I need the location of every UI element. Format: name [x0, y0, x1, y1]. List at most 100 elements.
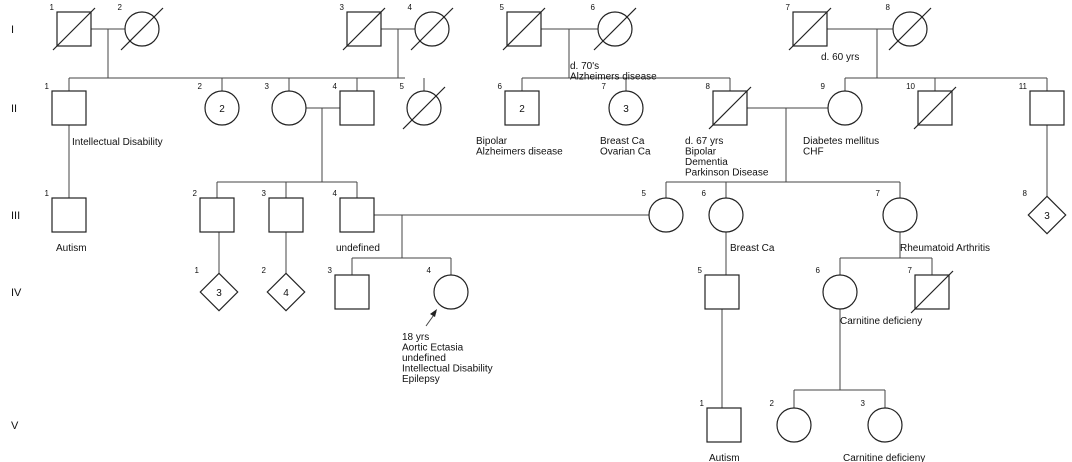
individual-ii-3-number: 3	[265, 82, 270, 91]
individual-ii-11-number: 11	[1019, 82, 1028, 91]
individual-ii-5-number: 5	[400, 82, 405, 91]
individual-iii-4-number: 4	[333, 189, 338, 198]
generation-label: II	[11, 103, 17, 115]
individual-ii-1-square	[51, 90, 87, 126]
individual-iv-7-number: 7	[908, 266, 913, 275]
individual-i-6-note: d. 70's	[570, 61, 599, 72]
individual-ii-6-count: 2	[519, 104, 525, 115]
individual-iii-8-diamond	[1027, 195, 1067, 235]
individual-ii-4-number: 4	[333, 82, 338, 91]
individual-v-1-note: Autism	[709, 453, 740, 462]
individual-iv-4-number: 4	[427, 266, 432, 275]
individual-i-8-deceased-slash	[888, 7, 932, 51]
individual-i-4-deceased-slash	[410, 7, 454, 51]
individual-ii-8-note: Dementia	[685, 157, 728, 168]
individual-ii-6-number: 6	[498, 82, 503, 91]
individual-iii-2-number: 2	[193, 189, 198, 198]
individual-iii-2-square	[199, 197, 235, 233]
individual-iii-1-square	[51, 197, 87, 233]
individual-iv-1-diamond	[199, 272, 239, 312]
individual-iv-6-number: 6	[816, 266, 821, 275]
generation-label: IV	[11, 287, 22, 299]
individual-v-2-circle	[776, 407, 812, 443]
individual-iii-3-square	[268, 197, 304, 233]
individual-iv-2-count: 4	[283, 288, 289, 299]
individual-iv-4-circle	[433, 274, 469, 310]
individual-iii-1-number: 1	[45, 189, 50, 198]
individual-iv-3-number: 3	[328, 266, 333, 275]
individual-v-2-number: 2	[770, 399, 775, 408]
individual-iv-6-note: Carnitine deficieny	[840, 316, 922, 327]
individual-i-1-number: 1	[50, 3, 55, 12]
individual-iv-1-count: 3	[216, 288, 222, 299]
individual-ii-8-deceased-slash	[708, 86, 752, 130]
individual-ii-1-number: 1	[45, 82, 50, 91]
individual-ii-9-note: Diabetes mellitus	[803, 136, 879, 147]
individual-i-3-number: 3	[340, 3, 345, 12]
individual-ii-2-circle	[204, 90, 240, 126]
individual-iv-3-square	[334, 274, 370, 310]
individual-ii-9-circle	[827, 90, 863, 126]
individual-i-4-number: 4	[408, 3, 413, 12]
individual-iii-4-square	[339, 197, 375, 233]
individual-v-3-number: 3	[861, 399, 866, 408]
proband-arrowhead	[430, 309, 437, 317]
individual-iii-6-number: 6	[702, 189, 707, 198]
individual-ii-10-number: 10	[906, 82, 915, 91]
individual-iv-4-note: Intellectual Disability	[402, 364, 493, 375]
relationship-lines	[68, 28, 1048, 408]
individual-iii-7-number: 7	[876, 189, 881, 198]
individual-iii-8-count: 3	[1044, 211, 1050, 222]
individual-i-5-number: 5	[500, 3, 505, 12]
individual-ii-2-count: 2	[219, 104, 225, 115]
individual-iii-5-circle	[648, 197, 684, 233]
generation-label: I	[11, 24, 14, 36]
individual-i-7-deceased-slash	[788, 7, 832, 51]
individual-iv-4-note: Aortic Ectasia	[402, 343, 464, 354]
individual-i-6-deceased-slash	[593, 7, 637, 51]
individual-v-3-circle	[867, 407, 903, 443]
individual-ii-7-number: 7	[602, 82, 607, 91]
individual-i-2-number: 2	[118, 3, 123, 12]
individual-iv-4-note: Epilepsy	[402, 374, 440, 385]
individual-iii-6-circle	[708, 197, 744, 233]
individual-ii-7-note: Breast Ca	[600, 136, 645, 147]
individual-v-1-number: 1	[700, 399, 705, 408]
individual-ii-1-note: Intellectual Disability	[72, 137, 163, 148]
individual-iv-5-number: 5	[698, 266, 703, 275]
individual-ii-8-note: d. 67 yrs	[685, 136, 723, 147]
individual-i-7-note: d. 60 yrs	[821, 52, 859, 63]
individual-iii-5-number: 5	[642, 189, 647, 198]
individual-iii-7-note: Rheumatoid Arthritis	[900, 243, 990, 254]
individual-ii-5-deceased-slash	[402, 86, 446, 130]
individual-ii-4-square	[339, 90, 375, 126]
individual-iv-1-number: 1	[195, 266, 200, 275]
individual-i-2-deceased-slash	[120, 7, 164, 51]
individual-i-3-deceased-slash	[342, 7, 386, 51]
individuals	[51, 7, 1067, 443]
individual-ii-3-circle	[271, 90, 307, 126]
individual-iii-6-note: Breast Ca	[730, 243, 775, 254]
individual-iii-8-number: 8	[1023, 189, 1028, 198]
individual-ii-7-circle	[608, 90, 644, 126]
individual-ii-8-note: Bipolar	[685, 147, 717, 158]
individual-ii-8-note: Parkinson Disease	[685, 168, 769, 179]
individual-iv-4-note: undefined	[402, 353, 446, 364]
individual-ii-6-square	[504, 90, 540, 126]
individual-ii-7-count: 3	[623, 104, 629, 115]
individual-i-7-number: 7	[786, 3, 791, 12]
individual-ii-6-note: Alzheimers disease	[476, 147, 563, 158]
individual-iii-1-note: Autism	[56, 243, 87, 254]
generation-label: V	[11, 420, 19, 432]
individual-ii-8-number: 8	[706, 82, 711, 91]
individual-ii-6-note: Bipolar	[476, 136, 508, 147]
individual-i-5-deceased-slash	[502, 7, 546, 51]
individual-ii-7-note: Ovarian Ca	[600, 147, 651, 158]
individual-ii-9-number: 9	[821, 82, 826, 91]
individual-ii-11-square	[1029, 90, 1065, 126]
individual-ii-9-note: CHF	[803, 147, 824, 158]
individual-i-8-number: 8	[886, 3, 891, 12]
individual-i-6-number: 6	[591, 3, 596, 12]
